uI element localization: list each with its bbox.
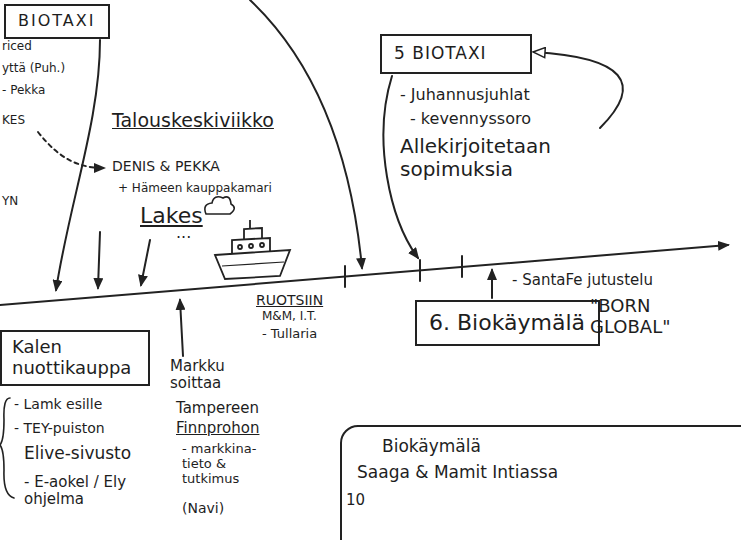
note-text: YN <box>2 195 18 209</box>
bracket <box>0 398 14 498</box>
note-text: - TEY-puiston <box>14 420 105 436</box>
box-text: Saaga & Mamit Intiassa <box>357 463 558 483</box>
note-text: Allekirjoitetaan sopimuksia <box>400 135 585 181</box>
note-text: DENIS & PEKKA <box>112 158 220 174</box>
note-text: - SantaFe jutustelu <box>512 272 653 289</box>
arrow <box>250 0 362 268</box>
arrow <box>180 300 183 356</box>
box-text: Kalen nuottikauppa <box>12 337 138 378</box>
note-text: Elive-sivusto <box>24 444 131 464</box>
arrow <box>491 270 493 298</box>
box-text: BIOTAXI <box>18 12 96 30</box>
note-text: Talouskeskiviikko <box>112 110 274 132</box>
note-text: Tampereen <box>176 400 259 417</box>
note-text: M&M, I.T. <box>262 310 317 324</box>
arrow <box>56 40 100 290</box>
tick <box>419 260 421 281</box>
note-text: ... <box>176 224 191 242</box>
note-text: KES <box>2 114 25 128</box>
arrow <box>141 240 150 285</box>
note-text: RUOTSIIN <box>256 292 323 308</box>
note-text: - Pekka <box>2 84 45 98</box>
cloud-drawing <box>205 197 234 214</box>
note-text: Markku soittaa <box>170 358 260 393</box>
note-text: - markkina-tieto & tutkimus <box>182 442 266 487</box>
note-text: yttä (Puh.) <box>2 62 65 76</box>
note-text: - Tullaria <box>262 327 317 342</box>
note-text: - Lamk esille <box>14 396 102 412</box>
loop-arrow <box>534 52 623 128</box>
process-box: 5 BIOTAXI <box>380 34 532 74</box>
note-text: Lakes <box>140 203 203 228</box>
note-text: Finnprohon <box>176 420 259 437</box>
box-text: Biokäymälä <box>382 437 481 457</box>
process-box: BIOTAXI <box>4 4 110 39</box>
rounded-box: BiokäymäläSaaga & Mamit Intiassa <box>340 425 741 540</box>
arrow <box>98 232 100 288</box>
box-text: 5 BIOTAXI <box>394 44 518 64</box>
process-box: Kalen nuottikauppa <box>0 330 150 386</box>
note-text: riced <box>2 40 32 54</box>
dotted-arrow <box>38 132 104 168</box>
ship-drawing <box>215 220 290 279</box>
tick <box>461 256 463 277</box>
note-text: "BORN GLOBAL" <box>590 296 700 337</box>
box-text: 6. Biokäymälä <box>429 310 586 335</box>
process-box: 6. Biokäymälä <box>415 300 600 346</box>
note-text: + Hämeen kauppakamari <box>118 182 272 196</box>
note-text: (Navi) <box>182 500 224 516</box>
note-text: - kevennyssoro <box>410 110 531 128</box>
note-text: - E-aokel / Ely ohjelma <box>24 474 154 509</box>
note-text: - Juhannusjuhlat <box>400 86 530 104</box>
tick <box>344 266 346 287</box>
note-text: 10 <box>346 492 365 509</box>
